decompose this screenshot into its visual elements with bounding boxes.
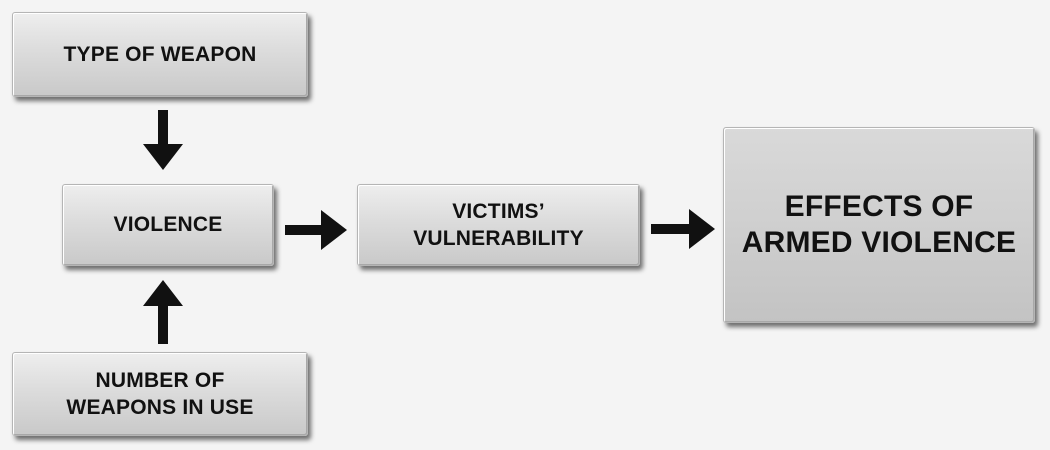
arrow-down-icon xyxy=(143,110,183,170)
victims-vulnerability-label: VICTIMS’ VULNERABILITY xyxy=(413,199,584,250)
effects-of-armed-violence-box: EFFECTS OF ARMED VIOLENCE xyxy=(723,127,1035,323)
type-of-weapon-box: TYPE OF WEAPON xyxy=(12,12,308,97)
type-of-weapon-label: TYPE OF WEAPON xyxy=(63,42,257,66)
number-of-weapons-label: NUMBER OF WEAPONS IN USE xyxy=(66,368,254,419)
victims-vulnerability-box: VICTIMS’ VULNERABILITY xyxy=(357,184,640,266)
violence-box: VIOLENCE xyxy=(62,184,274,266)
arrow-up-icon xyxy=(143,280,183,344)
number-of-weapons-box: NUMBER OF WEAPONS IN USE xyxy=(12,352,308,436)
arrow-right-icon xyxy=(651,209,715,249)
effects-of-armed-violence-label: EFFECTS OF ARMED VIOLENCE xyxy=(741,190,1017,259)
arrow-right-icon xyxy=(285,210,347,250)
violence-label: VIOLENCE xyxy=(113,213,223,237)
